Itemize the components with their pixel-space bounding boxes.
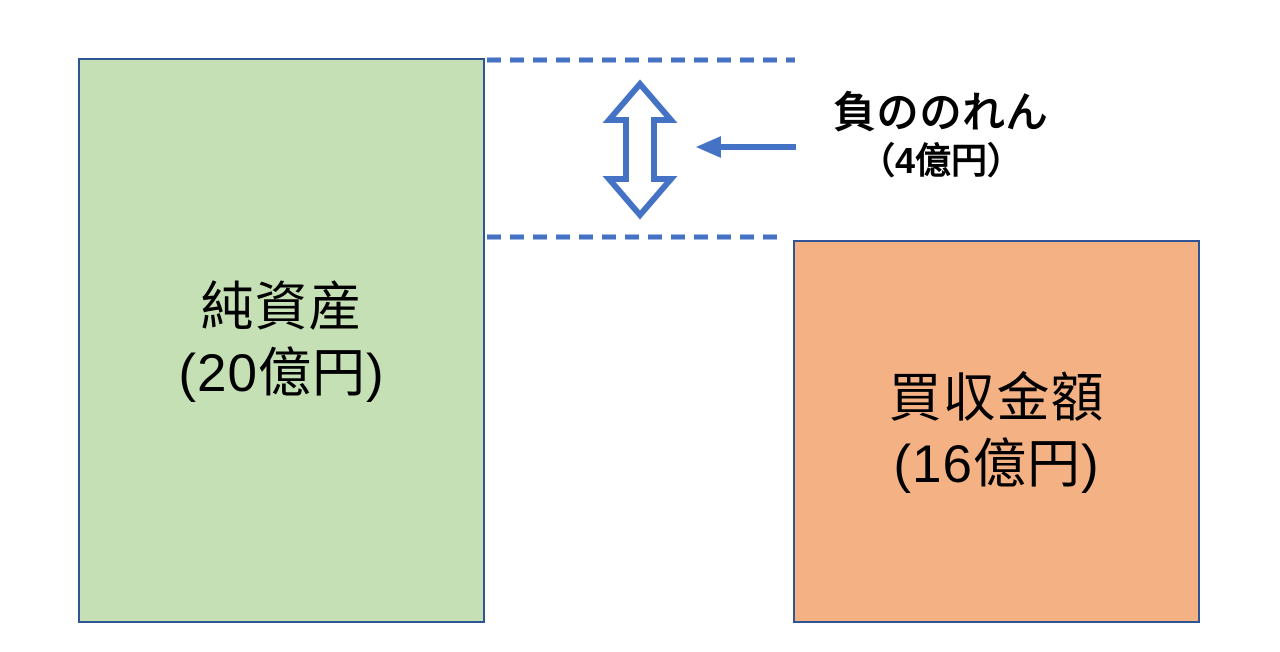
negative-goodwill-title: 負ののれん [833,89,1049,136]
negative-goodwill-annotation: 負ののれん （4億円） [791,88,1091,183]
acquisition-label-line1: 買収金額 [888,368,1105,428]
net-assets-label: 純資産 (20億円) [178,275,384,406]
updown-arrow-icon [602,79,678,220]
acquisition-label-line2: (16億円) [893,434,1100,494]
left-arrow-head [696,136,721,158]
negative-goodwill-value: （4億円） [858,140,1024,182]
acquisition-box: 買収金額 (16億円) [793,240,1200,623]
net-assets-label-line1: 純資産 [200,277,363,337]
left-arrow-icon [696,136,796,158]
net-assets-label-line2: (20億円) [178,343,385,403]
net-assets-box: 純資産 (20億円) [78,58,485,623]
acquisition-label: 買収金額 (16億円) [889,366,1105,497]
